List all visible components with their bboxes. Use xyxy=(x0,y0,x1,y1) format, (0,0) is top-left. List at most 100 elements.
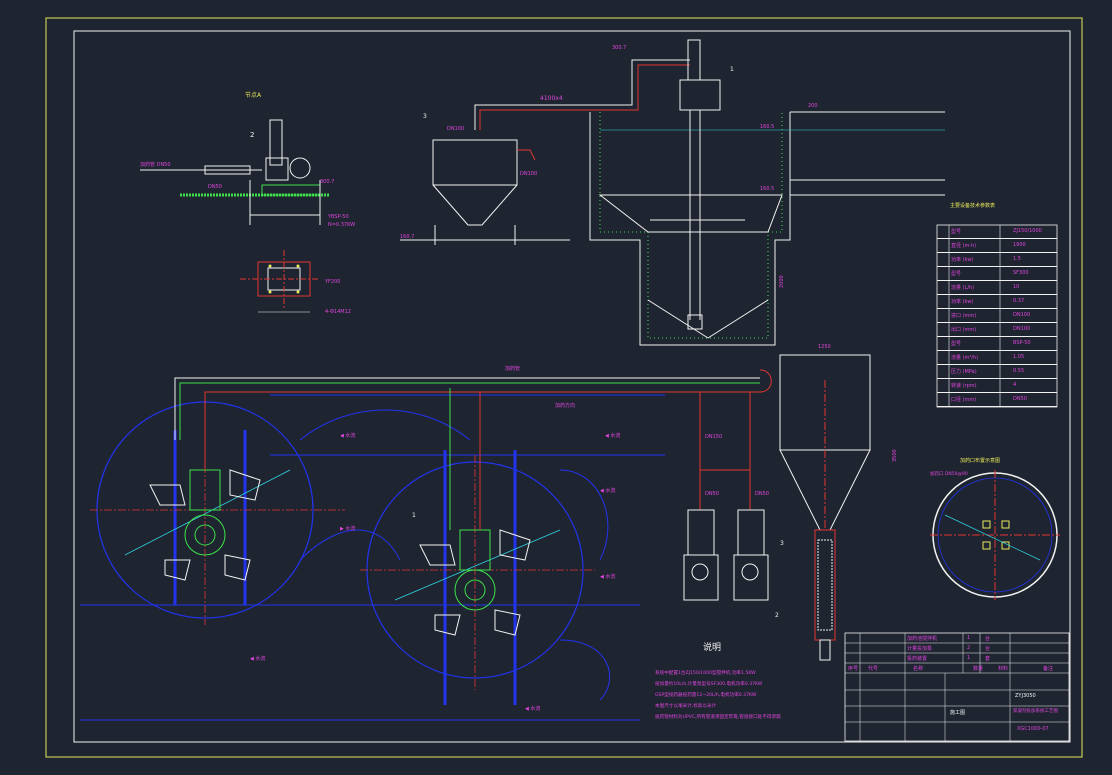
svg-text:加药口 DN50@90: 加药口 DN50@90 xyxy=(930,470,968,477)
elev-a-label: 300.7 xyxy=(612,45,626,51)
part-name: 加药池搅拌机 xyxy=(907,636,938,642)
title-block-header-cell: 代号 xyxy=(868,666,879,672)
param-table-row: 功率 (kw) 1.5 xyxy=(937,253,1057,267)
svg-text:◀ 水流: ◀ 水流 xyxy=(605,432,620,439)
inner-frame xyxy=(73,30,1071,743)
svg-text:加药方向: 加药方向 xyxy=(555,402,575,409)
dn150-label: DN150 xyxy=(705,434,722,440)
param-name: 流量 (m³/h) xyxy=(951,355,979,361)
pipe-span-label: 4100x4 xyxy=(540,95,563,102)
dosing-pumps: DN50 DN50 2 xyxy=(683,491,779,619)
svg-text:4-Φ14M12: 4-Φ14M12 xyxy=(325,309,351,315)
svg-text:1: 1 xyxy=(412,512,416,519)
elev-b-label: 160.5 xyxy=(760,124,774,130)
tank-dn-label: DN100 xyxy=(520,171,537,177)
part-unit: 套 xyxy=(985,656,991,662)
param-table-row: 直径 (m·h) 1900 xyxy=(937,239,1057,253)
param-table-row: 转速 (rpm)4 xyxy=(937,379,1057,393)
svg-text:1250: 1250 xyxy=(818,344,831,350)
svg-text:◀ 水流: ◀ 水流 xyxy=(525,705,540,712)
svg-text:3: 3 xyxy=(780,540,784,547)
svg-text:▶ 水流: ▶ 水流 xyxy=(340,525,355,532)
note-line: 系统中配置1台ZJ150/1000型搅拌机,功率1.5KW xyxy=(655,671,756,676)
svg-text:YF200: YF200 xyxy=(324,279,340,285)
param-name: 功率 (kw) xyxy=(951,299,974,305)
param-value: 0.37 xyxy=(1013,298,1025,304)
param-value: 1900 xyxy=(1013,242,1026,248)
param-value: BSP-50 xyxy=(1013,340,1031,346)
svg-text:DN50: DN50 xyxy=(755,491,769,497)
svg-text:YBSP-50: YBSP-50 xyxy=(327,214,349,220)
dosing-section: 加药口布置示意图 加药口 DN50@90 xyxy=(930,457,1060,600)
detail-a-title: 节点A xyxy=(245,91,262,99)
param-table-row: 型号 ZJ150/1000 xyxy=(937,225,1057,239)
param-table-row: 压力 (MPa) 0.55 xyxy=(937,365,1057,379)
param-table-row: 流量 (m³/h) 1.05 xyxy=(937,351,1057,365)
svg-text:N=0.37KW: N=0.37KW xyxy=(328,222,355,228)
param-table-row: 进口 (mm) DN100 xyxy=(937,309,1057,323)
svg-text:◀ 水流: ◀ 水流 xyxy=(250,655,265,662)
svg-text:DN100: DN100 xyxy=(447,126,464,132)
note-line: 投加量约10L/h,计量泵型号SF300,电机功率0.37KW xyxy=(655,682,763,687)
dosing-pit: 1 160.5 160.5 200 2000 xyxy=(589,39,945,346)
section-title: 加药口布置示意图 xyxy=(960,457,1000,464)
small-tank: DN100 DN100 3 160.7 xyxy=(400,113,570,245)
title-block-header-cell: 材料 xyxy=(998,666,1009,672)
dn50-label: DN50 xyxy=(705,491,719,497)
svg-text:◀ 水流: ◀ 水流 xyxy=(600,573,615,580)
base-plan: YF200 4-Φ14M12 xyxy=(240,250,351,315)
param-name: 直径 (m·h) xyxy=(951,243,977,249)
param-value: DN100 xyxy=(1013,312,1031,318)
param-table-row: 流量 (L/h)10 xyxy=(937,281,1057,295)
item1-label: 1 xyxy=(730,66,734,73)
title-block-header-cell: 备注 xyxy=(1043,666,1054,672)
param-name: 转速 (rpm) xyxy=(951,383,977,389)
part-unit: 台 xyxy=(985,636,991,642)
part-qty: 1 xyxy=(967,635,971,641)
svg-text:160.7: 160.7 xyxy=(400,234,414,240)
param-value: ZJ150/1000 xyxy=(1013,228,1042,234)
param-value: 1.05 xyxy=(1013,354,1025,360)
title-block-drawing-no: XGC1000-07 xyxy=(1017,726,1049,732)
svg-text:300.7: 300.7 xyxy=(320,179,334,185)
note-line: GSP型投药器投药量12~20L/h,电机功率0.37KW xyxy=(655,693,757,698)
part-qty: 1 xyxy=(967,655,971,661)
param-name: 压力 (MPa) xyxy=(951,369,977,375)
param-value: 1.5 xyxy=(1013,256,1021,262)
part-name: 计量投加泵 xyxy=(907,646,933,652)
notes-list: 系统中配置1台ZJ150/1000型搅拌机,功率1.5KW 投加量约10L/h,计… xyxy=(655,668,835,723)
param-name: 型号 xyxy=(951,229,962,235)
title-block-drawing-name: 絮凝剂投加系统工艺图 xyxy=(1013,709,1058,714)
svg-text:3500: 3500 xyxy=(892,449,898,462)
param-value: SF300 xyxy=(1013,270,1029,276)
title-block-project: ZYJ3050 xyxy=(1015,693,1036,699)
hopper: 3 1250 3500 xyxy=(779,344,898,661)
param-table-row: 功率 (kw) 0.37 xyxy=(937,295,1057,309)
svg-text:加药管: 加药管 xyxy=(505,365,520,372)
overhead-pipe: 4100x4 300.7 xyxy=(474,45,690,130)
notes-title: 说明 xyxy=(703,641,721,653)
svg-text:◀ 水流: ◀ 水流 xyxy=(600,487,615,494)
svg-text:200: 200 xyxy=(808,103,818,109)
param-table-title: 主要设备技术参数表 xyxy=(950,202,995,209)
detail-a: 节点A 加药管 DN50 DN50 300.7 YBSP-50 N=0.37KW… xyxy=(140,91,355,228)
part-name: 投药装置 xyxy=(907,656,928,662)
param-name: 进口 (mm) xyxy=(951,313,977,319)
param-name: 出口 (mm) xyxy=(951,327,977,333)
title-block xyxy=(844,632,1070,742)
param-value: 0.55 xyxy=(1013,368,1025,374)
svg-text:2: 2 xyxy=(250,131,254,139)
param-value: DN100 xyxy=(1013,326,1031,332)
param-name: 功率 (kw) xyxy=(951,257,974,263)
param-name: 口径 (mm) xyxy=(951,397,977,403)
note-line: 本图尺寸以毫米计,标高以米计 xyxy=(655,704,717,709)
svg-text:◀ 水流: ◀ 水流 xyxy=(340,432,355,439)
svg-text:160.5: 160.5 xyxy=(760,186,774,192)
param-value: 10 xyxy=(1013,284,1020,290)
title-block-part-row: 加药池搅拌机 1 台 xyxy=(907,635,1057,642)
